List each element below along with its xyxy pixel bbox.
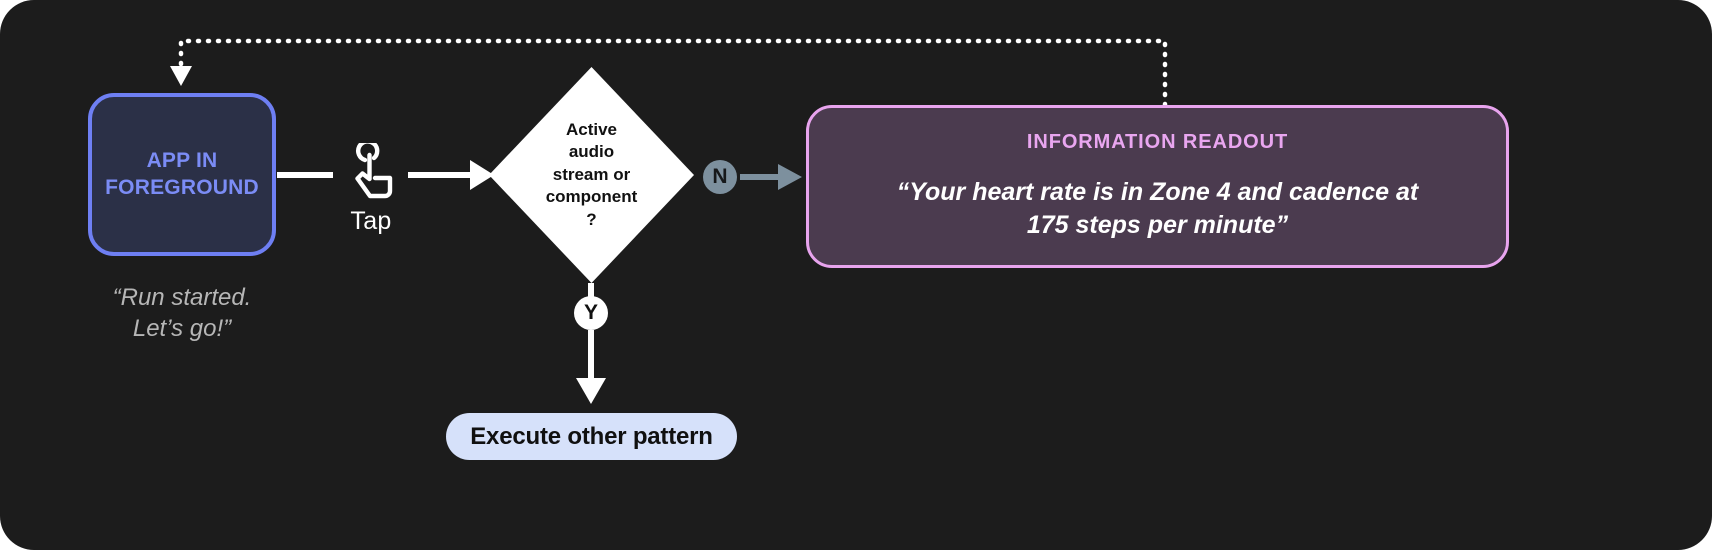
node-decision-audio-stream[interactable]: Active audio stream or component ? [489, 67, 694, 283]
app-node-label: APP IN FOREGROUND [105, 149, 259, 199]
node-app-in-foreground[interactable]: APP IN FOREGROUND [88, 93, 276, 256]
tap-gesture-icon [355, 143, 393, 199]
gesture-tap-group: Tap [332, 143, 410, 243]
arrowhead-feedback-loop [170, 66, 192, 86]
branch-badge-no-label: N [712, 165, 728, 188]
connector-feedback-loop [178, 38, 1168, 108]
node-information-readout[interactable]: INFORMATION READOUT “Your heart rate is … [806, 105, 1509, 268]
decision-label: Active audio stream or component ? [545, 119, 638, 229]
app-node-caption: “Run started. Let’s go!” [112, 284, 252, 342]
branch-badge-yes: Y [574, 296, 608, 330]
arrowhead-yes-to-execute [576, 378, 606, 404]
readout-title: INFORMATION READOUT [1026, 130, 1289, 153]
node-execute-other-pattern[interactable]: Execute other pattern [446, 413, 737, 460]
gesture-tap-label: Tap [350, 207, 392, 235]
branch-badge-yes-label: Y [583, 301, 598, 324]
execute-pill-label: Execute other pattern [470, 422, 713, 450]
arrowhead-no-to-readout [778, 164, 802, 190]
arrowhead-tap-to-decision [470, 160, 494, 190]
readout-body: “Your heart rate is in Zone 4 and cadenc… [896, 177, 1419, 240]
branch-badge-no: N [703, 160, 737, 194]
